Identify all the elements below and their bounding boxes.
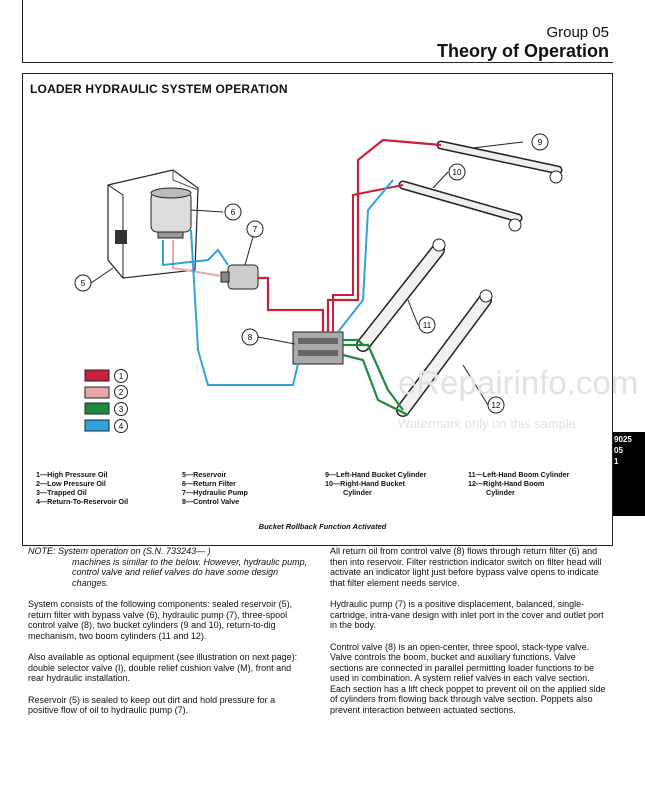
return-line-main bbox=[190, 229, 299, 386]
section-tab-label: 9025 05 1 bbox=[614, 434, 632, 467]
return-line-bucket bbox=[337, 179, 394, 333]
legend-item: 9—Left-Hand Bucket Cylinder bbox=[325, 470, 427, 479]
group-label: Group 05 bbox=[546, 24, 609, 41]
note-lead: NOTE: System operation on (S.N. 733243— … bbox=[28, 546, 211, 556]
section-tab bbox=[613, 432, 645, 516]
callout-7: 7 bbox=[244, 220, 264, 266]
hydraulic-pump bbox=[220, 264, 259, 290]
trapped-line bbox=[343, 343, 404, 411]
left-column: NOTE: System operation on (S.N. 733243— … bbox=[28, 546, 308, 727]
return-filter bbox=[150, 187, 192, 239]
callout-8: 8 bbox=[241, 328, 296, 346]
trapped-line-2 bbox=[342, 353, 409, 416]
legend-item: 6—Return Filter bbox=[182, 479, 236, 488]
note: NOTE: System operation on (S.N. 733243— … bbox=[28, 546, 308, 588]
pressure-line-bucket-2 bbox=[332, 184, 404, 332]
paragraph: Also available as optional equipment (se… bbox=[28, 652, 298, 683]
legend-col-1: 1—High Pressure Oil 2—Low Pressure Oil 3… bbox=[36, 470, 128, 506]
watermark: eRepairinfo.com bbox=[398, 364, 639, 401]
header-divider bbox=[22, 62, 613, 63]
callout-label: 7 bbox=[253, 225, 258, 234]
page-title: Theory of Operation bbox=[436, 41, 609, 61]
callout-11: 11 bbox=[407, 299, 436, 334]
swatch-high-pressure bbox=[84, 369, 110, 382]
pressure-line-bucket bbox=[326, 138, 442, 332]
control-valve bbox=[292, 331, 344, 365]
legend-key-num: 2 bbox=[119, 388, 124, 397]
section-title: LOADER HYDRAULIC SYSTEM OPERATION bbox=[30, 82, 288, 96]
legend-key-num: 1 bbox=[119, 372, 124, 381]
bucket-cylinder-left bbox=[436, 140, 563, 184]
callout-10: 10 bbox=[432, 163, 466, 189]
swatch-low-pressure bbox=[84, 386, 110, 399]
legend-item: Cylinder bbox=[343, 488, 372, 497]
legend-key-num: 4 bbox=[119, 422, 124, 431]
tab-line: 05 bbox=[614, 446, 623, 455]
callout-label: 10 bbox=[453, 168, 462, 177]
callout-label: 8 bbox=[248, 333, 253, 342]
return-line bbox=[162, 240, 229, 267]
legend-item: 1—High Pressure Oil bbox=[36, 470, 108, 479]
paragraph: Control valve (8) is an open-center, thr… bbox=[330, 641, 606, 715]
callout-label: 11 bbox=[423, 321, 432, 330]
callout-label: 6 bbox=[231, 208, 236, 217]
boom-cylinder-left bbox=[356, 238, 446, 352]
legend-item: 8—Control Valve bbox=[182, 497, 240, 506]
trapped-line-3 bbox=[343, 338, 364, 346]
legend-item: 4—Return-To-Reservoir Oil bbox=[36, 497, 129, 506]
callout-label: 5 bbox=[81, 279, 86, 288]
legend-key-num: 3 bbox=[119, 405, 124, 414]
callout-5: 5 bbox=[74, 267, 114, 292]
bucket-cylinder-right bbox=[398, 180, 523, 232]
legend-item: 10—Right-Hand Bucket bbox=[325, 479, 405, 488]
legend-col-4: 11—Left-Hand Boom Cylinder 12—Right-Hand… bbox=[468, 470, 569, 497]
callout-6: 6 bbox=[190, 203, 242, 221]
header-rule bbox=[22, 0, 23, 63]
callout-label: 12 bbox=[492, 401, 501, 410]
low-pressure-line bbox=[172, 240, 222, 277]
paragraph: Hydraulic pump (7) is a positive displac… bbox=[330, 599, 604, 630]
swatch-return bbox=[84, 419, 110, 432]
paragraph: All return oil from control valve (8) fl… bbox=[330, 546, 602, 588]
tab-line: 9025 bbox=[614, 435, 632, 444]
legend-key: 1 2 3 4 bbox=[84, 369, 128, 433]
legend-item: 3—Trapped Oil bbox=[36, 488, 87, 497]
callout-9: 9 bbox=[472, 133, 549, 151]
figure-frame bbox=[22, 73, 613, 546]
legend-item: 2—Low Pressure Oil bbox=[36, 479, 106, 488]
swatch-trapped bbox=[84, 402, 110, 415]
paragraph: System consists of the following compone… bbox=[28, 599, 293, 641]
legend-item: 12—Right-Hand Boom bbox=[468, 479, 545, 488]
legend-item: 5—Reservoir bbox=[182, 470, 227, 479]
legend-col-2: 5—Reservoir 6—Return Filter 7—Hydraulic … bbox=[182, 470, 248, 506]
right-column: All return oil from control valve (8) fl… bbox=[330, 546, 606, 726]
watermark-sub: Watermark only on this sample bbox=[398, 416, 576, 431]
paragraph: Reservoir (5) is sealed to keep out dirt… bbox=[28, 694, 276, 716]
callout-12: 12 bbox=[462, 364, 505, 414]
boom-cylinder-right bbox=[396, 289, 493, 417]
tab-line: 1 bbox=[614, 457, 619, 466]
legend-item: 11—Left-Hand Boom Cylinder bbox=[468, 470, 570, 479]
legend-item: 7—Hydraulic Pump bbox=[182, 488, 248, 497]
legend-col-3: 9—Left-Hand Bucket Cylinder 10—Right-Han… bbox=[325, 470, 426, 497]
hydraulic-diagram: 9 10 6 7 5 8 11 12 1 2 3 4 bbox=[74, 133, 563, 433]
note-body: machines is similar to the below. Howeve… bbox=[72, 556, 308, 588]
figure-caption: Bucket Rollback Function Activated bbox=[258, 522, 387, 531]
callout-label: 9 bbox=[538, 138, 543, 147]
legend-item: Cylinder bbox=[486, 488, 515, 497]
pressure-line bbox=[258, 276, 325, 332]
